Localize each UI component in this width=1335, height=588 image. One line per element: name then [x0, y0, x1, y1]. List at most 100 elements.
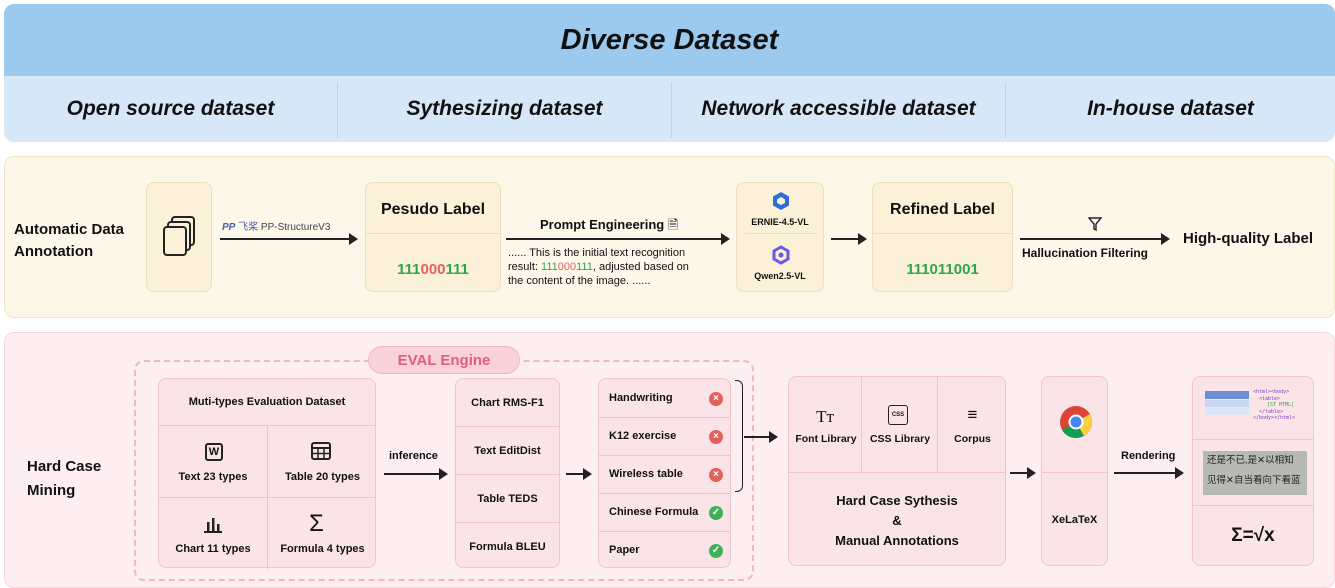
refined-label-title: Refined Label: [890, 201, 995, 218]
banner-title-bar: Diverse Dataset: [4, 4, 1335, 76]
card-divider: [456, 474, 559, 475]
arrow-to-models: [506, 233, 730, 245]
prompt-fragment-good: 111: [576, 261, 593, 273]
card-divider: [1042, 472, 1107, 473]
prompt-title: Prompt Engineering 🗎: [540, 216, 678, 238]
model-ernie-label: ERNIE-4.5-VL: [751, 217, 809, 227]
code-line: <table>: [1259, 395, 1281, 402]
rendering-label: Rendering: [1121, 450, 1176, 462]
case-label: Wireless table: [609, 468, 683, 480]
pseudo-label-card: Pesudo Label 111000111: [365, 182, 501, 292]
models-card: ERNIE-4.5-VL Qwen2.5-VL: [736, 182, 824, 292]
prompt-fragment: , adjusted based on: [592, 261, 689, 273]
prompt-fragment: result:: [508, 261, 542, 273]
card-divider: [873, 233, 1012, 234]
model-qwen-label: Qwen2.5-VL: [754, 271, 806, 281]
eval-type-formula: Formula 4 types: [280, 543, 365, 555]
value-segment-bad: 000: [420, 261, 446, 278]
rendered-table-thumbnail: [1205, 391, 1249, 415]
render-engine-card: XeLaTeX: [1041, 376, 1108, 566]
refined-label-card: Refined Label 111011001: [872, 182, 1013, 292]
resource-corpus: Corpus: [954, 433, 991, 445]
card-divider: [456, 522, 559, 523]
arrow-to-refined-label: [831, 233, 867, 245]
value-segment-good: 111: [445, 261, 469, 278]
section-label-line: Hard Case: [27, 458, 102, 475]
cases-card: Handwriting × K12 exercise × Wireless ta…: [598, 378, 731, 568]
category-in-house: In-house dataset: [1087, 97, 1254, 120]
category-network: Network accessible dataset: [701, 97, 976, 120]
arrow-to-metrics: [384, 468, 448, 480]
filter-icon: [1088, 217, 1102, 231]
case-label: Handwriting: [609, 392, 673, 404]
document-card: [146, 182, 212, 292]
mining-section-label: Hard Case Mining: [27, 455, 101, 503]
metric-item: Table TEDS: [477, 493, 538, 505]
tool-name: PP-StructureV3: [260, 222, 331, 233]
tool-logo: PP 飞桨 PP-StructureV3: [222, 218, 330, 233]
pass-icon: ✓: [709, 544, 723, 558]
value-segment-good: 111: [397, 261, 421, 278]
prompt-line: the content of the image. ......: [508, 275, 651, 287]
fail-icon: ×: [709, 468, 723, 482]
prompt-fragment-bad: 000: [557, 261, 577, 273]
resource-font-library: Font Library: [795, 433, 857, 445]
code-line: </table>: [1259, 408, 1284, 415]
banner-title: Diverse Dataset: [560, 23, 779, 56]
metric-item: Text EditDist: [474, 445, 541, 457]
document-icon: 🗎: [667, 217, 679, 232]
sigma-icon: Σ: [309, 510, 324, 537]
eval-dataset-title: Muti-types Evaluation Dataset: [188, 396, 346, 408]
category-synthesizing: Sythesizing dataset: [406, 97, 603, 120]
arrow-to-cases: [566, 468, 592, 480]
card-divider: [1193, 439, 1313, 440]
filter-label: Hallucination Filtering: [1022, 246, 1149, 260]
font-icon: Tт: [816, 407, 834, 426]
card-divider: [1193, 505, 1313, 506]
refined-label-value: 111011001: [906, 261, 979, 278]
card-divider: [789, 472, 1005, 473]
fail-icon: ×: [709, 392, 723, 406]
css-file-icon: CSS: [888, 405, 908, 425]
handwriting-line: 见得✕自当看向下看蓝: [1207, 475, 1301, 486]
metric-item: Chart RMS-F1: [471, 397, 544, 409]
synthesis-text: Hard Case Sythesis & Manual Annotations: [789, 491, 1005, 551]
section-label-line: Automatic Data: [14, 221, 125, 238]
metrics-card: Chart RMS-F1 Text EditDist Table TEDS Fo…: [455, 378, 560, 568]
tool-name-cn: 飞桨: [238, 222, 259, 233]
category-divider: [337, 82, 338, 138]
handwriting-thumbnail: 还是不已,是✕以相知 见得✕自当看向下看蓝: [1203, 451, 1307, 495]
synthesis-card: Tт Font Library CSS CSS Library ≡ Corpus…: [788, 376, 1006, 566]
arrow-to-pseudo-label: [220, 233, 358, 245]
prompt-title-text: Prompt Engineering: [540, 217, 665, 232]
section-label-line: Annotation: [14, 243, 94, 260]
card-divider: [366, 233, 500, 234]
pseudo-label-value: 111000111: [366, 261, 500, 278]
paddle-icon: PP: [222, 222, 236, 233]
eval-engine-badge: EVAL Engine: [368, 346, 520, 374]
annotation-section-label: Automatic Data Annotation: [14, 219, 124, 263]
eval-dataset-card: Muti-types Evaluation Dataset W Text 23 …: [158, 378, 376, 569]
card-divider: [745, 233, 817, 234]
case-label: Paper: [609, 544, 640, 556]
code-line: [ST HTML]: [1267, 402, 1295, 408]
card-divider: [159, 497, 375, 498]
pseudo-label-title: Pesudo Label: [380, 201, 486, 218]
eval-type-table: Table 20 types: [285, 471, 360, 483]
arrow-to-output: [1020, 233, 1170, 245]
dataset-banner: Diverse Dataset Open source dataset Syth…: [4, 4, 1335, 142]
arrow-to-outputs: [1114, 467, 1184, 479]
prompt-line: ...... This is the initial text recognit…: [508, 247, 686, 259]
render-output-card: <html><body> <table> [ST HTML] </table> …: [1192, 376, 1314, 566]
card-divider: [599, 455, 730, 456]
formula-render-output: Σ=√x: [1231, 525, 1275, 546]
pass-icon: ✓: [709, 506, 723, 520]
synthesis-line: &: [892, 513, 902, 528]
resource-css-library: CSS Library: [869, 433, 931, 445]
section-label-line: Mining: [27, 482, 76, 499]
synthesis-line: Manual Annotations: [835, 533, 959, 548]
metric-item: Formula BLEU: [469, 541, 546, 553]
corpus-icon: ≡: [967, 405, 978, 424]
html-code-snippet: <html><body> <table> [ST HTML] </table> …: [1253, 389, 1295, 422]
prompt-line: result: 111000111, adjusted based on: [508, 260, 689, 274]
